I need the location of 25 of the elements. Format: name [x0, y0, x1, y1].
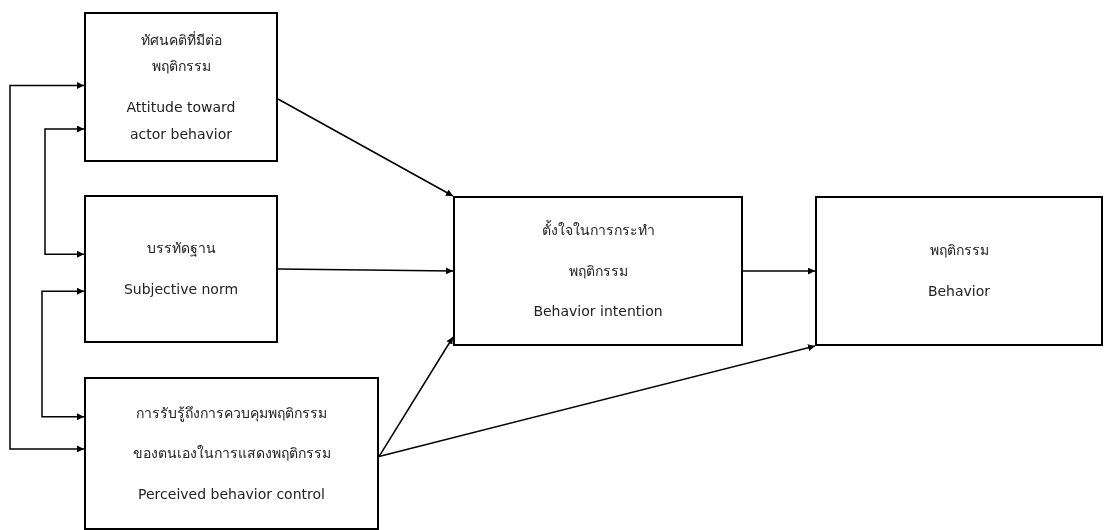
arrow [378, 344, 816, 458]
box-text: การรับรู้ถึงการควบคุมพฤติกรรม [136, 403, 327, 424]
process-box [84, 377, 379, 530]
arrow [41, 287, 85, 421]
box-text: ทัศนคติที่มีต่อพฤติกรรม [139, 30, 223, 77]
arrow [742, 267, 816, 275]
arrow [277, 267, 454, 275]
process-box [815, 196, 1103, 346]
box-text: บรรทัดฐาน [146, 239, 216, 259]
arrow [378, 336, 454, 458]
arrow [44, 125, 85, 258]
box-text: พฤติกรรม [568, 261, 628, 281]
arrow [277, 98, 454, 197]
process-box [453, 196, 743, 346]
process-box [84, 12, 278, 162]
box-text: Behavior [927, 282, 991, 301]
process-box [84, 195, 278, 343]
box-text: Perceived behavior control [138, 484, 325, 504]
box-text: ของตนเองในการแสดงพฤติกรรม [132, 444, 331, 464]
box-text: Subjective norm [123, 280, 239, 299]
box-text: พฤติกรรม [929, 241, 989, 261]
arrow [9, 82, 85, 453]
box-text: ตั้งใจในการกระทำ [541, 219, 655, 241]
box-text: Attitude toward actor behavior [125, 98, 237, 144]
box-text: Behavior intention [533, 302, 663, 322]
